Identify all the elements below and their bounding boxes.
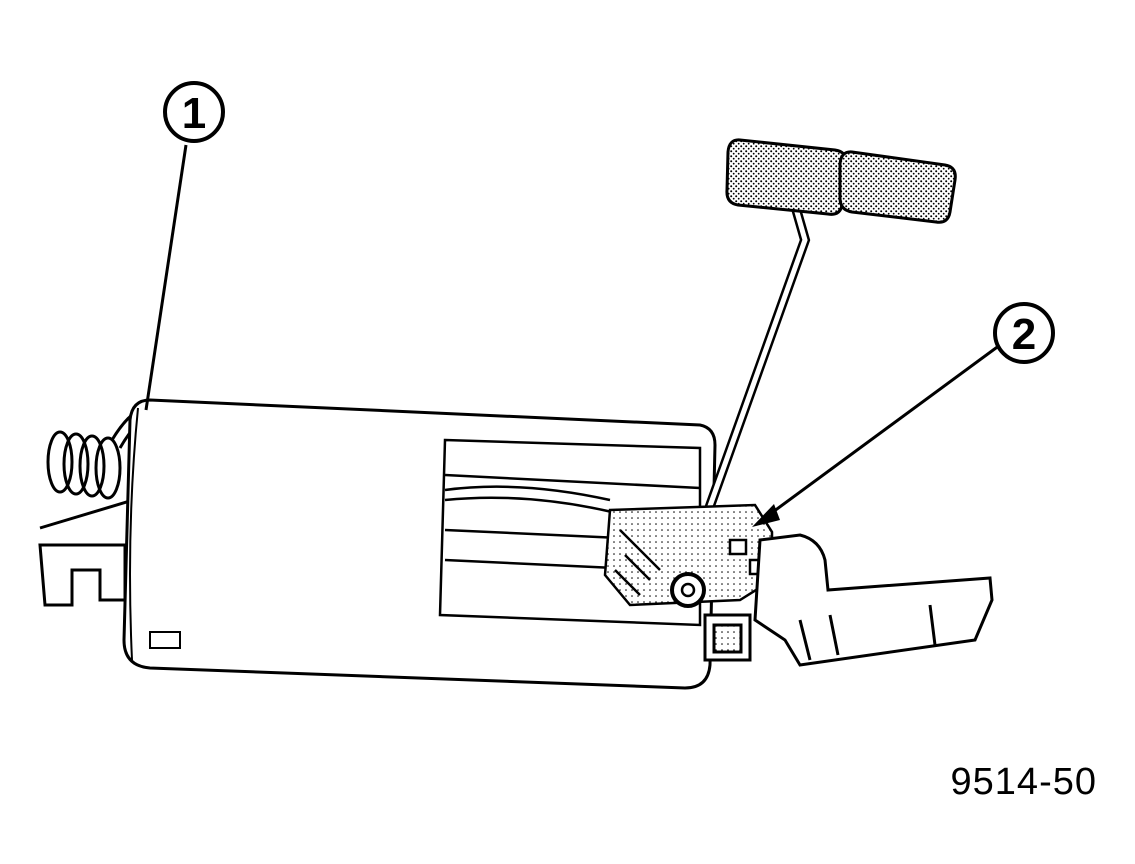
reservoir-body — [122, 398, 717, 690]
level-sensor — [603, 503, 774, 608]
callout-2-leader — [761, 343, 1001, 522]
float-arm — [675, 203, 811, 592]
svg-text:2: 2 — [1012, 310, 1036, 359]
callout-1: 1 — [163, 81, 225, 143]
electrical-connector — [703, 533, 994, 667]
callout-2-arrowhead — [752, 504, 780, 527]
callout-1-leader — [144, 144, 188, 411]
body-panel — [438, 438, 702, 627]
callout-2: 2 — [993, 302, 1055, 364]
svg-text:1: 1 — [182, 89, 206, 138]
fuel-float — [725, 138, 957, 224]
figure-id: 9514-50 — [950, 761, 1097, 803]
